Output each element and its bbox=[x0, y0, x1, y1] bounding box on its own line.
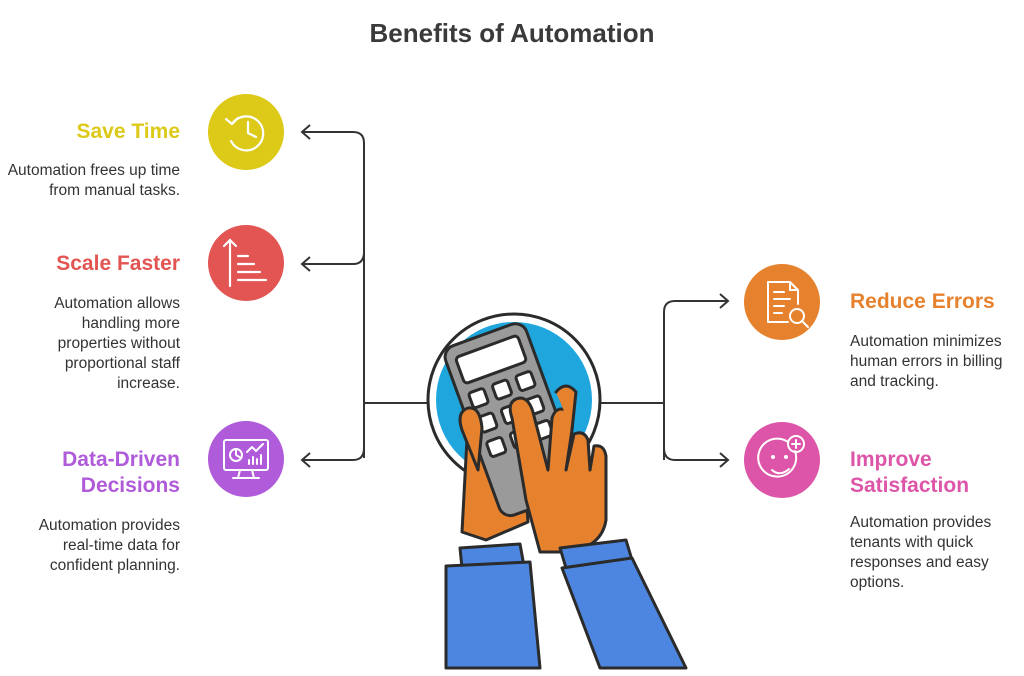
document-search-icon bbox=[744, 264, 820, 340]
data-driven-heading-line1: Data-Driven bbox=[62, 448, 180, 471]
save-time-heading: Save Time bbox=[76, 120, 180, 143]
improve-satisfaction-heading-line2: Satisfaction bbox=[850, 474, 970, 497]
data-driven-heading-line2: Decisions bbox=[80, 474, 180, 497]
data-driven-description: Automation provides real-time data for c… bbox=[38, 517, 180, 574]
smiley-plus-icon bbox=[744, 422, 820, 498]
improve-satisfaction-heading-line1: Improve bbox=[850, 448, 932, 471]
reduce-errors-description: Automation minimizes human errors in bil… bbox=[850, 333, 1003, 390]
improve-satisfaction-description: Automation provides tenants with quick r… bbox=[850, 514, 992, 591]
dashboard-monitor-icon bbox=[208, 421, 284, 497]
scale-faster-heading: Scale Faster bbox=[56, 252, 180, 275]
clock-history-icon bbox=[208, 94, 284, 170]
left-connector bbox=[300, 124, 430, 468]
save-time-description: Automation frees up time from manual tas… bbox=[7, 162, 180, 199]
reduce-errors-heading: Reduce Errors bbox=[850, 290, 995, 313]
hands-calculator-illustration bbox=[426, 312, 688, 670]
page-title: Benefits of Automation bbox=[369, 18, 655, 48]
growth-bars-icon bbox=[208, 225, 284, 301]
right-connector bbox=[598, 293, 730, 468]
scale-faster-description: Automation allows handling more properti… bbox=[54, 295, 180, 392]
